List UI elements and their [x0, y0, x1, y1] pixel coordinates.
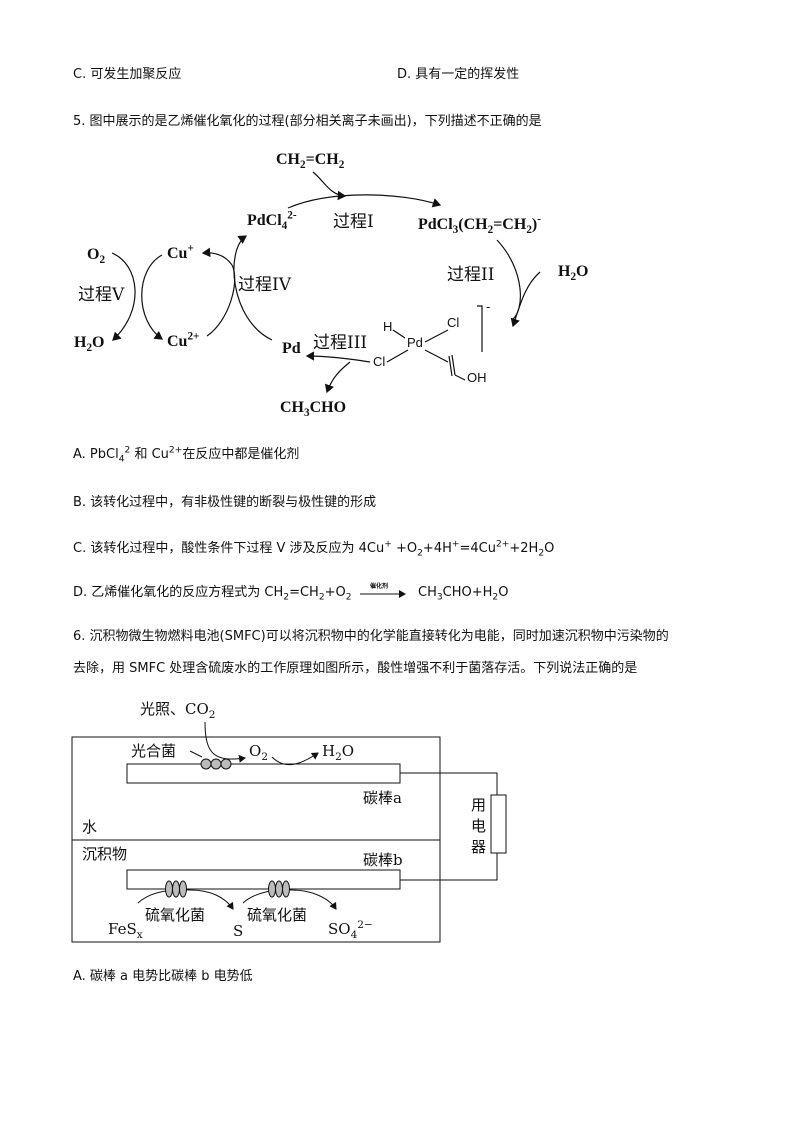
- pd-label: Pd: [282, 340, 301, 357]
- h2o-right-label: H2O: [558, 263, 589, 284]
- acetaldehyde-label: CH3CHO: [280, 399, 347, 420]
- q5-option-c: C. 该转化过程中，酸性条件下过程 V 涉及反应为 4Cu+ +O2+4H+=4…: [73, 539, 555, 559]
- cu-plus-label: Cu+: [167, 242, 194, 262]
- q4-option-d: D. 具有一定的挥发性: [397, 67, 520, 82]
- complex-oh: OH: [467, 370, 487, 385]
- rod-b-label: 碳棒b: [363, 851, 403, 869]
- complex-cl-top: Cl: [447, 315, 460, 330]
- pdcl4-label: PdCl42-: [247, 209, 297, 233]
- q6-stem-line2: 去除，用 SMFC 处理含硫废水的工作原理如图所示，酸性增强不利于菌落存活。下列…: [73, 661, 638, 676]
- pdcl3-complex-label: PdCl3(CH2=CH2)-: [418, 213, 541, 237]
- o2-label: O2: [249, 742, 268, 763]
- q4-option-c: C. 可发生加聚反应: [73, 67, 182, 82]
- complex-h: H: [383, 319, 393, 334]
- complex-pd: Pd: [407, 335, 423, 350]
- process-2-label: 过程II: [447, 265, 495, 285]
- q5-option-d-suffix: CH3CHO+H2O: [418, 585, 509, 603]
- water-label: 水: [82, 818, 98, 836]
- q5-option-a: A. PbCl42 和 Cu2+在反应中都是催化剂: [73, 445, 300, 465]
- so4-label: SO42−: [328, 919, 373, 941]
- catalyst-label: 催化剂: [370, 583, 389, 590]
- q5-stem: 5. 图中展示的是乙烯催化氧化的过程(部分相关离子未画出)，下列描述不正确的是: [73, 114, 542, 129]
- complex-charge: -: [486, 299, 491, 314]
- sediment-label: 沉积物: [82, 845, 128, 863]
- o2-label: O2: [87, 246, 106, 267]
- process-1-label: 过程I: [333, 212, 374, 232]
- photo-bacteria-label: 光合菌: [131, 742, 177, 760]
- q5-option-d-prefix: D. 乙烯催化氧化的反应方程式为 CH2=CH2+O2: [73, 585, 352, 603]
- carbon-rod-a: [126, 763, 401, 784]
- process-3-label: 过程III: [313, 333, 368, 353]
- sulfur-bacteria-1-label: 硫氧化菌: [145, 906, 206, 924]
- ethylene-label: CH2=CH2: [276, 151, 345, 172]
- cu2-plus-label: Cu2+: [167, 330, 200, 350]
- q6-stem-line1: 6. 沉积物微生物燃料电池(SMFC)可以将沉积物中的化学能直接转化为电能，同时…: [73, 629, 669, 644]
- device-resistor: [490, 794, 507, 854]
- smfc-diagram: [71, 721, 507, 943]
- h2o-left-label: H2O: [74, 334, 105, 355]
- sulfur-bacteria-2-label: 硫氧化菌: [247, 906, 308, 924]
- cycle-arrows: [111, 171, 541, 394]
- fesx-label: FeSx: [108, 920, 143, 941]
- device-label: 用电器: [471, 796, 487, 856]
- h2o-label: H2O: [322, 742, 355, 763]
- q6-option-a: A. 碳棒 a 电势比碳棒 b 电势低: [73, 969, 253, 984]
- process-5-label: 过程V: [78, 285, 125, 305]
- rod-a-label: 碳棒a: [363, 789, 402, 807]
- s-label: S: [233, 922, 244, 940]
- bacteria: [165, 758, 290, 898]
- complex-cl-left: Cl: [373, 354, 386, 369]
- q5-option-b: B. 该转化过程中，有非极性键的断裂与极性键的形成: [73, 495, 377, 510]
- light-co2-label: 光照、CO2: [140, 700, 216, 721]
- process-4-label: 过程IV: [238, 275, 291, 295]
